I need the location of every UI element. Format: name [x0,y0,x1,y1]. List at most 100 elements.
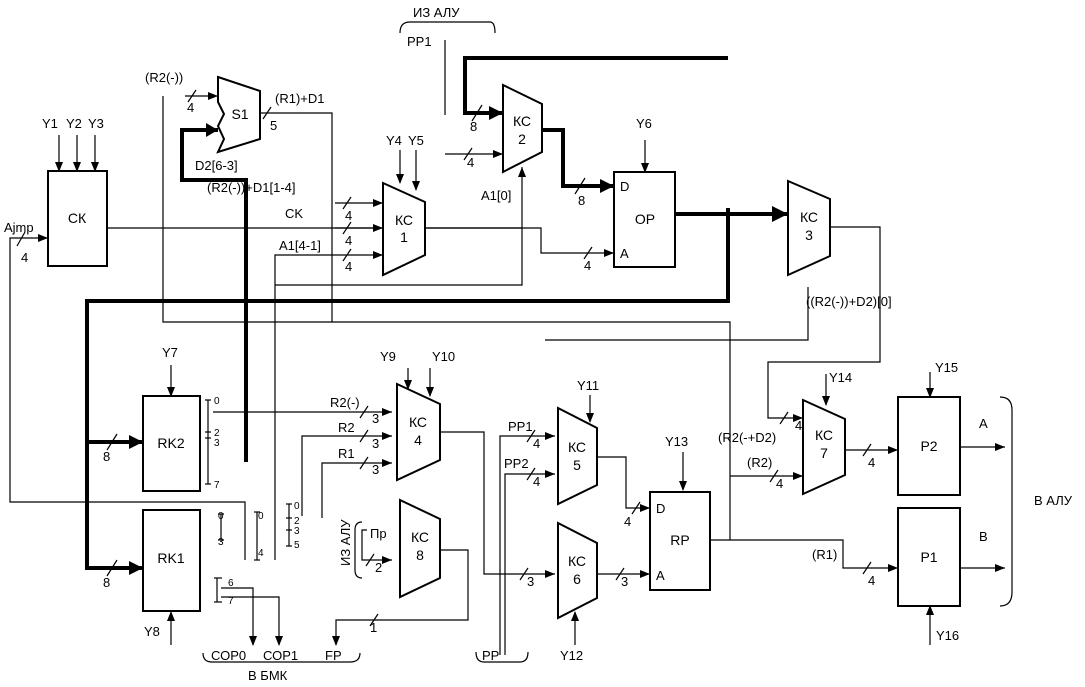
rk2-bit-7: 7 [214,480,220,491]
y12-label: Y12 [560,648,583,663]
rk1-label: RK1 [157,550,184,566]
bw-op-a: 4 [584,258,591,273]
a1-0-label: A1[0] [481,188,511,203]
rk1-bit-3: 3 [218,537,224,548]
ck-wire-label: CK [285,206,303,221]
v-bmk-label: В БМК [248,668,288,683]
pp1-kc5-label: PP1 [508,419,533,434]
kc1-block [382,181,426,277]
kc3-label-b: 3 [805,227,813,243]
y8-label: Y8 [144,624,160,639]
kc6-label-a: КС [568,553,586,569]
r1-kc4-label: R1 [338,446,355,461]
bw-p2-in: 4 [868,455,875,470]
op-block [613,171,676,268]
bw-s1-in: 4 [187,100,194,115]
r1-p1-label: (R1) [812,547,837,562]
cop1-label: СОР1 [263,648,298,663]
y2-label: Y2 [66,116,82,131]
bw-kc4-in2: 3 [372,436,379,451]
bw-rk1-in: 8 [103,575,110,590]
bw-kc7-in1: 4 [795,418,802,433]
out-b-label: B [979,529,988,544]
text-labels: ИЗ АЛУ PP1 (R2(-)) (R1)+D1 D2[6-3] (R2(-… [4,5,1073,683]
kc8-block [399,498,441,599]
pr-label: Пр [370,526,387,541]
rp-a-label: A [656,568,665,583]
bw-kc2-in2: 4 [467,155,474,170]
bus-ticks [16,89,872,627]
kc1-label-a: КС [395,212,413,228]
bw-rk2-in: 8 [103,449,110,464]
bw-kc8-in: 2 [375,560,382,575]
pp-bottom-label: PP [482,648,499,663]
pp1-top-label: PP1 [407,34,432,49]
y5-label: Y5 [408,133,424,148]
bw-s1-out: 5 [270,118,277,133]
r2m-top-label: (R2(-)) [145,70,183,85]
y9-label: Y9 [380,349,396,364]
bw-kc6-out: 3 [621,574,628,589]
bw-p1-in: 4 [868,573,875,588]
mid-a-bit-0: 0 [258,511,264,522]
kc5-label-a: КС [568,439,586,455]
iz-alu-top-label: ИЗ АЛУ [413,5,460,20]
signal-labels: Y1 Y2 Y3 Y4 Y5 Y6 Y7 Y8 Y9 Y10 Y11 Y12 Y… [42,116,959,663]
kc3-label-a: КС [800,209,818,225]
r2-kc4-label: R2 [338,420,355,435]
kc5-label-b: 5 [573,457,581,473]
bw-kc1-in3: 4 [345,259,352,274]
bit-index-labels: 0 2 3 7 0 3 6 7 0 4 0 2 3 5 [214,396,300,607]
bit-brackets [205,399,292,603]
kc7-block [802,398,846,496]
rk2-bit-3: 3 [214,438,220,449]
bw-op-d: 8 [578,193,585,208]
bw-kc1-in2: 4 [345,233,352,248]
rp-d-label: D [656,501,665,516]
rk1-bit-7: 7 [228,596,234,607]
arrowheads [38,92,1005,646]
rp-label: RP [670,532,689,548]
r2-kc7-label: (R2) [747,455,772,470]
fp-label: FP [325,648,342,663]
y4-label: Y4 [386,133,402,148]
bw-fp: 1 [370,620,377,635]
blocks: СК S1 КС 1 КС 2 ОР D A КС 3 RK2 RK1 КС 4… [47,75,961,620]
bw-kc2-in1: 8 [470,119,477,134]
p1-block [897,507,961,607]
bw-kc7-in2: 4 [776,476,783,491]
y6-label: Y6 [636,116,652,131]
iz-alu-side-label: ИЗ АЛУ [338,519,353,566]
op-a-label: A [620,246,629,261]
kc8-label-a: КС [411,529,429,545]
y15-label: Y15 [935,360,958,375]
bw-kc5-in1: 4 [533,436,540,451]
op-label: ОР [635,211,655,227]
s1-block [216,75,261,154]
bus-width-labels: 4 4 5 4 4 4 8 4 8 4 3 3 3 4 4 3 3 4 4 4 … [21,100,875,635]
mid-b-bit-2: 2 [294,516,300,527]
kc2-block [502,83,543,174]
mid-b-bit-3: 3 [294,526,300,537]
kc7-label-b: 7 [820,445,828,461]
op-d-label: D [620,179,629,194]
bw-kc5-in2: 4 [533,474,540,489]
r1-plus-d1-label: (R1)+D1 [275,91,325,106]
ck-label: СК [68,210,87,226]
kc4-label-b: 4 [414,432,422,448]
rk2-bit-0: 0 [214,396,220,407]
s1-label: S1 [231,106,248,122]
r2m-kc4-label: R2(-) [330,395,360,410]
kc5-block [557,406,598,506]
ajmp-label: Ajmp [4,220,34,235]
y7-label: Y7 [162,345,178,360]
p1-label: P1 [920,549,937,565]
out-a-label: A [979,416,988,431]
mid-a-bit-4: 4 [258,548,264,559]
r2m-d1-label: (R2(-))+D1[1-4] [207,180,296,195]
kc4-label-a: КС [409,414,427,430]
rk2-block [142,395,201,492]
r2m-d2-kc7-label: (R2(-+D2) [718,430,776,445]
p2-block [897,396,961,496]
